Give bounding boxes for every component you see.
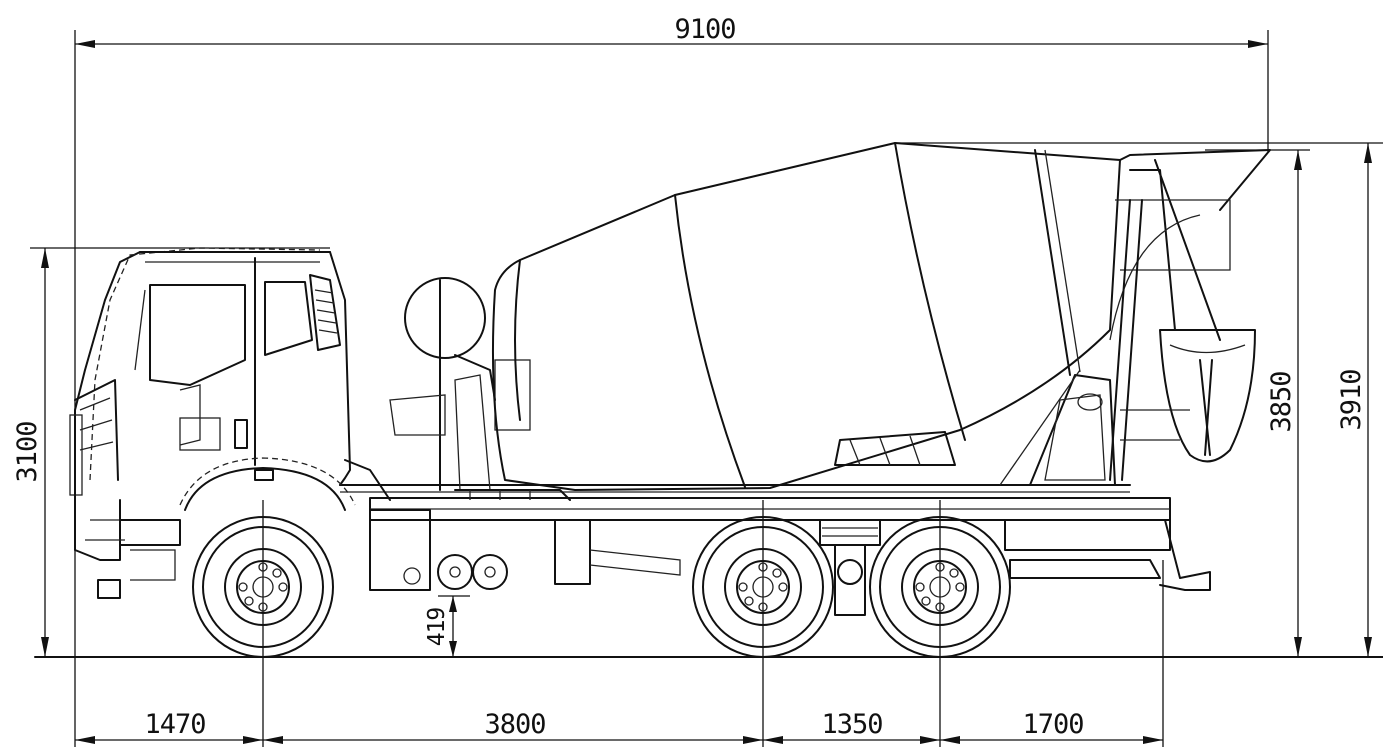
label-drum-height: 3850: [1266, 371, 1297, 432]
label-cab-height: 3100: [12, 421, 43, 482]
dim-cab-height: 3100: [12, 248, 49, 657]
mixer-drum: [454, 142, 1271, 501]
water-tank: [389, 277, 531, 491]
middle-wheel: [692, 516, 834, 658]
rear-wheel: [869, 516, 1011, 658]
truck-cab: [69, 247, 391, 599]
dim-overall-length: 9100: [75, 14, 1268, 48]
label-axle-spacing: 1350: [821, 709, 882, 740]
label-front-overhang: 1470: [144, 709, 205, 740]
dim-bottom-chain: 1470 3800 1350 1700: [75, 709, 1163, 744]
label-overall-length: 9100: [674, 14, 735, 45]
chassis-frame: [339, 484, 1211, 616]
dim-total-height: 3910: [1336, 143, 1372, 657]
dim-ground-clearance: 419: [424, 595, 470, 657]
label-wheelbase-front: 3800: [484, 709, 545, 740]
extension-lines: [30, 30, 1383, 747]
front-wheel: [192, 516, 334, 658]
label-total-height: 3910: [1336, 369, 1367, 430]
label-rear-overhang: 1700: [1022, 709, 1083, 740]
label-ground-clearance: 419: [424, 608, 450, 647]
dim-drum-height: 3850: [1266, 150, 1302, 657]
